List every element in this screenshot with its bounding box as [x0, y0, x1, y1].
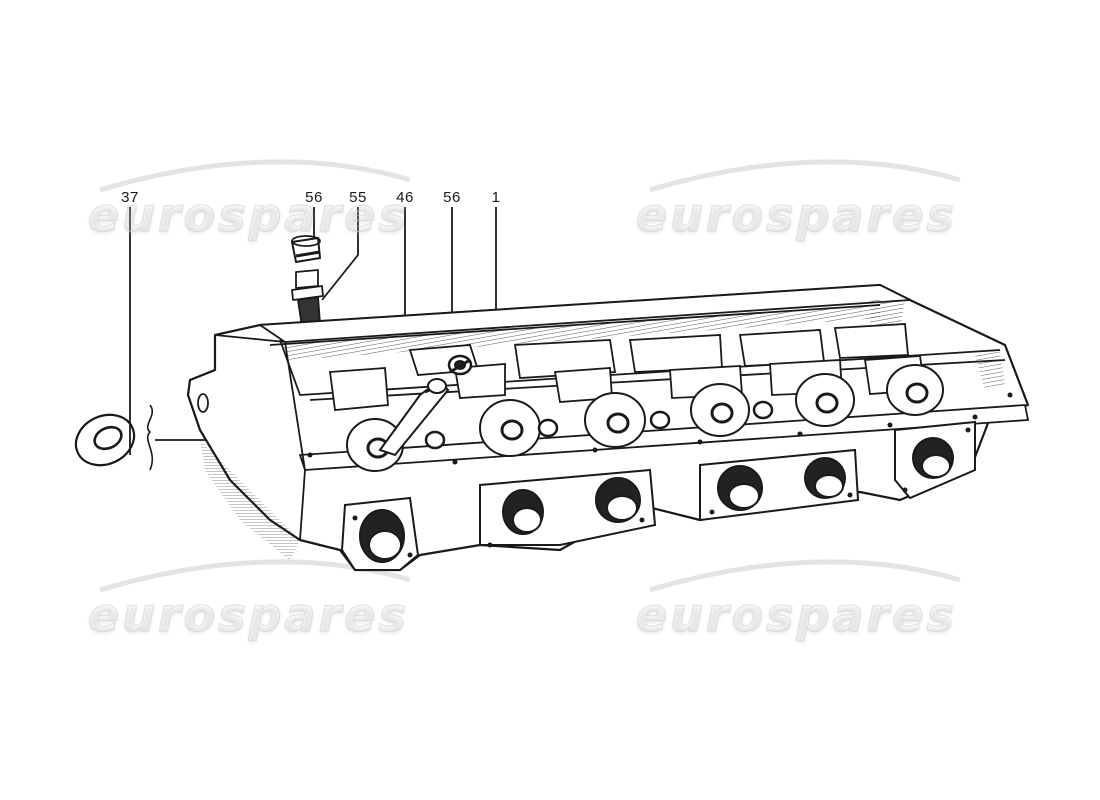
- callout-55[interactable]: 55: [349, 189, 367, 206]
- callout-56-seal[interactable]: 56: [305, 189, 323, 206]
- callout-56-seal-2[interactable]: 56: [443, 189, 461, 206]
- watermark-text: eurospares: [635, 587, 957, 642]
- watermark-swoosh: [99, 159, 411, 193]
- watermark-text: eurospares: [87, 187, 409, 242]
- callout-37[interactable]: 37: [121, 189, 139, 206]
- watermark-text: eurospares: [87, 587, 409, 642]
- callout-1[interactable]: 1: [491, 189, 501, 206]
- watermark-swoosh: [649, 159, 961, 193]
- callout-46[interactable]: 46: [396, 189, 414, 206]
- watermark-text: eurospares: [635, 187, 957, 242]
- watermark-swoosh: [649, 559, 961, 593]
